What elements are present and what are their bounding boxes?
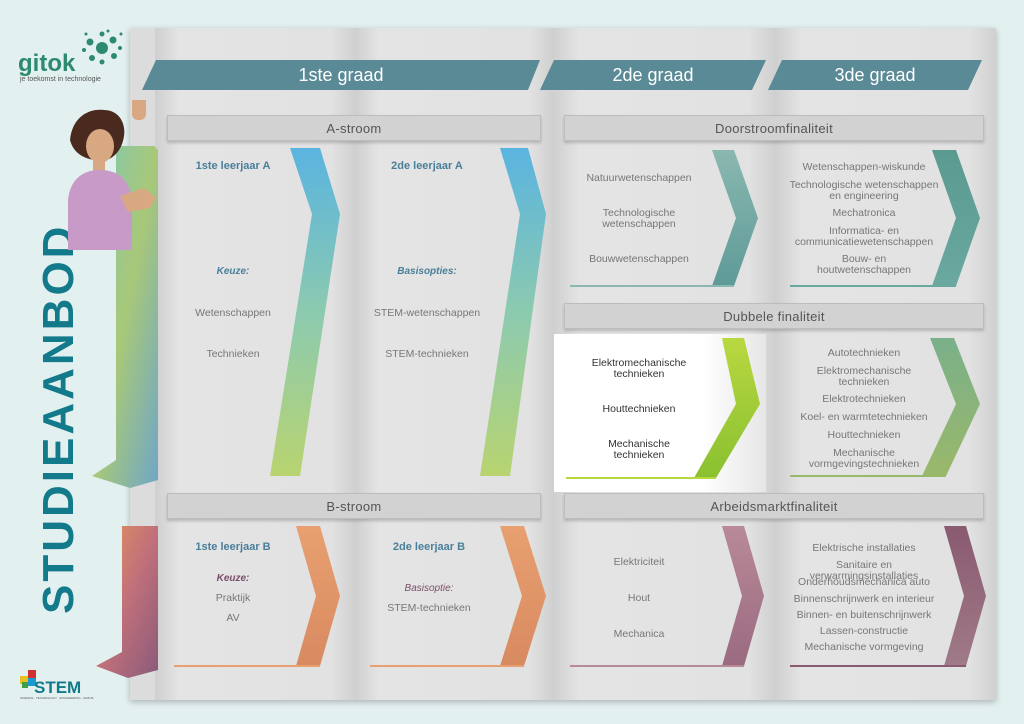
bar-b-stroom: B-stroom xyxy=(167,493,541,519)
stem-logo-sub: SCIENCE · TECHNOLOGY · ENGINEERING · MAT… xyxy=(20,696,94,700)
a-stroom-ribbon xyxy=(92,146,158,488)
header-graad2-label: 2de graad xyxy=(612,64,694,85)
header-graad3: 3de graad xyxy=(768,60,982,90)
arbeid2-item-2: Hout xyxy=(627,592,651,604)
arbeid3-item-4: Binnenschrijnwerk en interieur xyxy=(793,593,935,605)
stem-logo-text: STEM xyxy=(34,678,82,697)
col-a1-keuze: Keuze: xyxy=(216,266,250,277)
doorstroom3-item-1: Wetenschappen-wiskunde xyxy=(802,161,926,173)
col-b1-keuze: Keuze: xyxy=(216,573,250,584)
molecule-icon xyxy=(82,29,123,65)
dubbele3-item-1: Autotechnieken xyxy=(827,347,901,359)
dubbele3-item-3: Elektrotechnieken xyxy=(822,393,906,405)
gitok-logo-text: gitok xyxy=(18,50,76,77)
arbeid3-item-1: Elektrische installaties xyxy=(812,542,916,554)
arbeid3-item-3: Onderhoudsmechanica auto xyxy=(798,576,930,588)
doorstroom2-item-2: Technologische wetenschappen xyxy=(602,207,676,230)
doorstroom3-item-5: Bouw- en houtwetenschappen xyxy=(817,253,911,276)
gear-icon xyxy=(20,670,36,688)
col-b1-item-2: AV xyxy=(226,612,240,624)
doorstroom3-item-2: Technologische wetenschappen en engineer… xyxy=(789,179,939,202)
col-b2-keuze: Basisoptie: xyxy=(404,583,454,594)
col-b2-title: 2de leerjaar B xyxy=(392,541,466,553)
arbeid3-item-5: Binnen- en buitenschrijnwerk xyxy=(796,609,932,621)
dubbele3-item-6: Mechanische vormgevingstechnieken xyxy=(808,447,920,470)
col-b1-item-1: Praktijk xyxy=(215,592,251,604)
doorstroom3-item-3: Mechatronica xyxy=(832,207,896,219)
bar-arbeidsmarkt: Arbeidsmarktfinaliteit xyxy=(564,493,984,519)
col-b2-item-1: STEM-technieken xyxy=(387,602,471,614)
col-b1-title: 1ste leerjaar B xyxy=(195,541,271,553)
header-graad1-label: 1ste graad xyxy=(298,64,384,85)
dubbele3-item-4: Koel- en warmtetechnieken xyxy=(800,411,928,423)
col-a1-title: 1ste leerjaar A xyxy=(195,160,271,172)
dubbele2-item-1: Elektromechanische technieken xyxy=(591,357,687,380)
col-a2-title: 2de leerjaar A xyxy=(391,160,463,172)
arbeid2-item-3: Mechanica xyxy=(613,628,665,640)
arbeid2-item-1: Elektriciteit xyxy=(613,556,665,568)
gitok-logo: gitok je toekomst in technologie xyxy=(18,29,123,86)
gitok-tagline: je toekomst in technologie xyxy=(20,76,101,83)
header-graad3-label: 3de graad xyxy=(834,64,916,85)
col-a1-item-1: Wetenschappen xyxy=(195,307,271,319)
arbeid3-item-6: Lassen-constructie xyxy=(819,625,909,637)
dubbele2-item-3: Mechanische technieken xyxy=(608,438,670,461)
dubbele3-item-2: Elektromechanische technieken xyxy=(816,365,912,388)
bar-doorstroom: Doorstroomfinaliteit xyxy=(564,115,984,141)
col-a1-item-2: Technieken xyxy=(206,348,260,360)
bar-a-stroom: A-stroom xyxy=(167,115,541,141)
doorstroom3-item-4: Informatica- en communicatiewetenschappe… xyxy=(794,225,934,248)
dubbele2-item-2: Houttechnieken xyxy=(602,403,676,415)
stem-logo: STEM SCIENCE · TECHNOLOGY · ENGINEERING … xyxy=(16,668,94,702)
col-a2-item-1: STEM-wetenschappen xyxy=(373,307,481,319)
arbeid3-item-2: Sanitaire en verwarmingsinstallaties xyxy=(809,559,919,582)
doorstroom2-item-3: Bouwwetenschappen xyxy=(589,253,689,265)
header-graad1: 1ste graad xyxy=(142,60,540,90)
person-illustration xyxy=(68,100,156,250)
header-graad2: 2de graad xyxy=(540,60,766,90)
bar-dubbele: Dubbele finaliteit xyxy=(564,303,984,329)
doorstroom2-item-1: Natuurwetenschappen xyxy=(586,172,692,184)
b-stroom-ribbon xyxy=(96,526,158,678)
col-a2-item-2: STEM-technieken xyxy=(385,348,469,360)
dubbele3-item-5: Houttechnieken xyxy=(827,429,901,441)
arbeid3-item-7: Mechanische vormgeving xyxy=(804,641,924,653)
col-a2-keuze: Basisopties: xyxy=(397,266,457,277)
